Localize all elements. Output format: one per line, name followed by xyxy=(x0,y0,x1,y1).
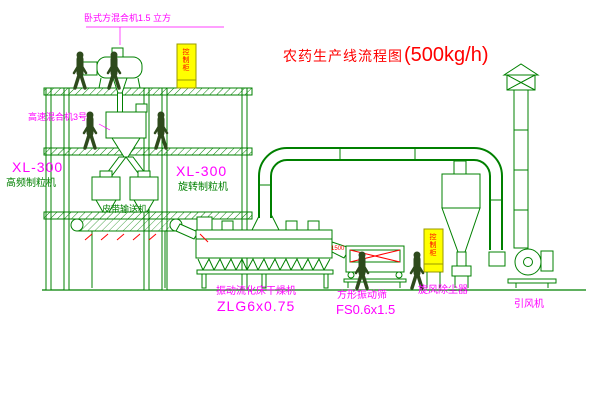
induced-draft-fan xyxy=(488,248,557,288)
granulator-right xyxy=(129,170,159,213)
belt-conveyor xyxy=(70,218,199,288)
exhaust-stack xyxy=(502,63,540,249)
label-sieve-model: FS0.6x1.5 xyxy=(336,302,396,317)
label-granulator-mid-model: XL-300 xyxy=(176,163,228,179)
control-cabinet-top xyxy=(176,43,197,89)
worker-figure xyxy=(74,52,86,89)
label-dim-1500: 1500 xyxy=(331,246,345,252)
label-high-speed-mixer: 高速混合机3号 xyxy=(28,112,88,122)
vibrating-sieve xyxy=(331,241,407,288)
leader-lines xyxy=(86,26,224,131)
fluid-bed-dryer xyxy=(195,215,334,289)
label-control-cabinet-top: 控制柜 xyxy=(182,48,189,72)
control-cabinet-right xyxy=(423,228,444,288)
label-control-cabinet-right: 控制柜 xyxy=(429,233,436,257)
granulator-left xyxy=(91,170,121,213)
drawing-title: 农药生产线流程图 (500kg/h) xyxy=(283,44,489,67)
label-dryer-model: ZLG6x0.75 xyxy=(217,298,296,314)
worker-figure xyxy=(411,252,423,289)
label-fan: 引风机 xyxy=(514,299,544,310)
cyclone-separator xyxy=(441,173,481,288)
label-belt-conveyor: 皮带输送机 xyxy=(102,204,148,214)
label-sieve-name: 方形振动筛 xyxy=(337,290,387,301)
label-granulator-left-name: 高频制粒机 xyxy=(6,178,56,189)
label-granulator-mid-name: 旋转制粒机 xyxy=(178,182,228,193)
label-cyclone: 旋风除尘器 xyxy=(418,285,468,296)
label-granulator-left-model: XL-300 xyxy=(12,159,64,175)
label-dryer-name: 振动流化床干燥机 xyxy=(216,286,296,297)
high-speed-mixer xyxy=(103,103,149,178)
label-top-mixer: 卧式方混合机1.5 立方 xyxy=(84,13,172,23)
exhaust-duct xyxy=(258,147,503,250)
title-text: 农药生产线流程图 xyxy=(283,48,403,64)
title-capacity: (500kg/h) xyxy=(404,44,489,66)
